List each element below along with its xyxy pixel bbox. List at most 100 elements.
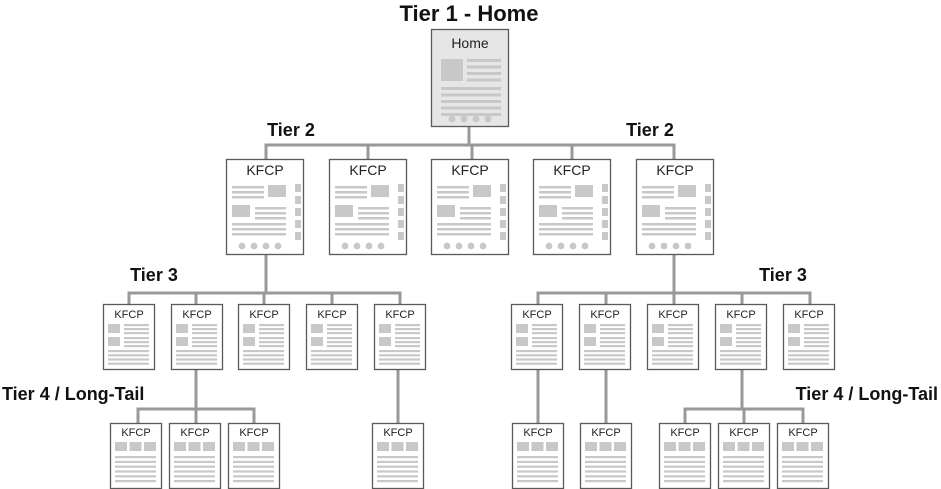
content-placeholder	[255, 212, 286, 215]
content-placeholder	[377, 460, 418, 463]
page-label: KFCP	[182, 309, 211, 321]
content-placeholder	[232, 186, 264, 189]
content-placeholder	[652, 362, 693, 365]
content-placeholder	[539, 191, 571, 194]
content-placeholder	[584, 354, 625, 357]
content-placeholder	[233, 465, 274, 468]
content-placeholder	[788, 362, 829, 365]
tier4-page: KFCP	[776, 422, 830, 489]
content-placeholder	[736, 332, 761, 335]
content-placeholder	[327, 337, 352, 340]
content-placeholder	[467, 78, 501, 82]
content-placeholder	[720, 324, 732, 333]
content-placeholder	[723, 460, 764, 463]
pager-dot	[455, 242, 463, 250]
content-placeholder	[539, 233, 593, 236]
page-label: KFCP	[729, 427, 758, 439]
content-placeholder	[437, 186, 469, 189]
page-label: KFCP	[553, 162, 590, 178]
pager-dot	[377, 242, 385, 250]
content-placeholder	[668, 337, 693, 340]
content-placeholder	[532, 345, 557, 348]
content-placeholder	[736, 341, 761, 344]
content-placeholder	[500, 220, 506, 228]
content-placeholder	[176, 358, 217, 361]
content-placeholder	[406, 442, 418, 451]
content-placeholder	[295, 184, 301, 192]
content-placeholder	[804, 324, 829, 327]
content-placeholder	[437, 196, 469, 199]
page-label: KFCP	[794, 309, 823, 321]
content-placeholder	[600, 345, 625, 348]
pager-dot	[467, 242, 475, 250]
content-placeholder	[124, 345, 149, 348]
content-placeholder	[358, 207, 389, 210]
content-placeholder	[233, 460, 274, 463]
content-placeholder	[517, 460, 558, 463]
page-label: KFCP	[180, 427, 209, 439]
connector-lines	[127, 125, 812, 425]
page-label: KFCP	[249, 309, 278, 321]
content-placeholder	[108, 358, 149, 361]
content-placeholder	[736, 337, 761, 340]
content-placeholder	[441, 93, 501, 97]
tier4-page: KFCP	[109, 422, 163, 489]
content-placeholder	[664, 460, 705, 463]
content-placeholder	[516, 354, 557, 357]
content-placeholder	[176, 324, 188, 333]
content-placeholder	[144, 442, 156, 451]
content-placeholder	[723, 456, 764, 459]
content-placeholder	[652, 337, 664, 346]
content-placeholder	[232, 223, 286, 226]
content-placeholder	[517, 480, 558, 483]
content-placeholder	[602, 184, 608, 192]
pager-dot	[479, 242, 487, 250]
tier3-page: KFCP	[714, 303, 768, 371]
content-placeholder	[720, 337, 732, 346]
content-placeholder	[311, 362, 352, 365]
content-placeholder	[115, 480, 156, 483]
content-placeholder	[584, 337, 596, 346]
tier2-label-left: Tier 2	[267, 120, 315, 140]
content-placeholder	[437, 205, 455, 217]
tier3-page: KFCP	[102, 303, 156, 371]
pager-dot	[341, 242, 349, 250]
content-placeholder	[247, 442, 260, 451]
content-placeholder	[108, 337, 120, 346]
content-placeholder	[441, 106, 501, 110]
content-placeholder	[665, 207, 696, 210]
content-placeholder	[665, 217, 696, 220]
content-placeholder	[782, 465, 823, 468]
content-placeholder	[705, 184, 711, 192]
content-placeholder	[243, 324, 255, 333]
tier2-page: KFCP	[532, 158, 612, 256]
content-placeholder	[600, 328, 625, 331]
content-placeholder	[664, 475, 705, 478]
pager-dot	[353, 242, 361, 250]
content-placeholder	[614, 442, 626, 451]
content-placeholder	[259, 328, 284, 331]
content-placeholder	[804, 337, 829, 340]
content-placeholder	[500, 196, 506, 204]
content-placeholder	[437, 228, 491, 231]
content-placeholder	[539, 223, 593, 226]
content-placeholder	[585, 442, 597, 451]
content-placeholder	[358, 217, 389, 220]
content-placeholder	[174, 480, 215, 483]
tier2-label-right: Tier 2	[626, 120, 674, 140]
content-placeholder	[585, 470, 626, 473]
content-placeholder	[539, 205, 557, 217]
content-placeholder	[693, 442, 705, 451]
content-placeholder	[441, 87, 501, 90]
content-placeholder	[259, 324, 284, 327]
content-placeholder	[243, 362, 284, 365]
content-placeholder	[539, 196, 571, 199]
content-placeholder	[233, 480, 274, 483]
content-placeholder	[124, 328, 149, 331]
content-placeholder	[705, 232, 711, 240]
content-placeholder	[546, 442, 558, 451]
content-placeholder	[124, 324, 149, 327]
content-placeholder	[723, 465, 764, 468]
content-placeholder	[377, 475, 418, 478]
